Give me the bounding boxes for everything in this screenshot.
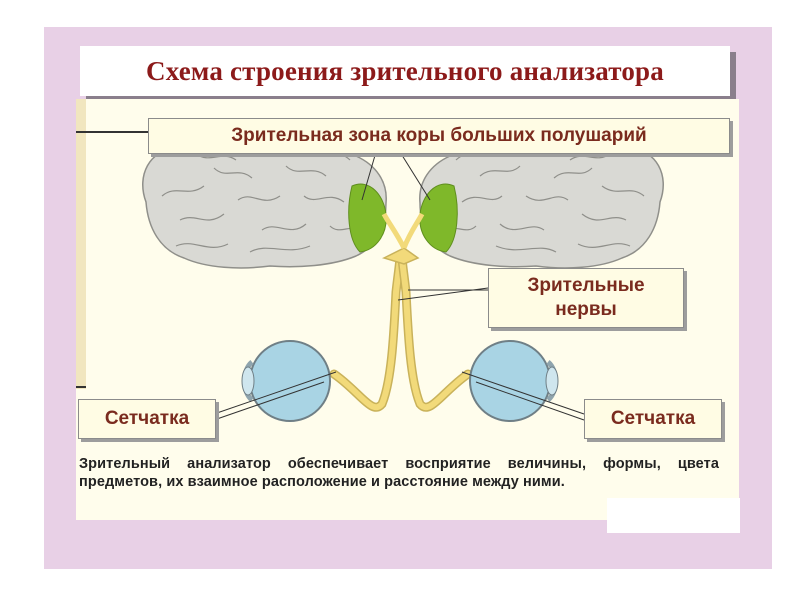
optic-nerves-label: Зрительные нервы — [488, 268, 684, 328]
visual-cortex-label-text: Зрительная зона коры больших полушарий — [231, 125, 647, 146]
retina-left-label-text: Сетчатка — [104, 408, 190, 429]
visual-cortex-label: Зрительная зона коры больших полушарий — [148, 118, 730, 154]
optic-nerves — [329, 212, 473, 412]
brain-right-icon — [419, 137, 664, 269]
retina-right-label: Сетчатка — [584, 399, 722, 439]
pointer-tick-bottom — [76, 386, 86, 388]
blank-patch — [607, 498, 740, 533]
panel-side-bar — [76, 99, 86, 389]
optic-nerves-label-line2: нервы — [555, 299, 617, 320]
optic-nerves-label-line1: Зрительные — [527, 275, 645, 296]
eye-right-icon — [469, 340, 559, 422]
pointer-lines — [213, 151, 585, 421]
eye-left-icon — [241, 340, 331, 422]
caption-text: Зрительный анализатор обеспечивает воспр… — [79, 456, 719, 490]
pointer-tick-top — [76, 131, 148, 133]
title-box: Схема строения зрительного анализатора — [80, 46, 730, 96]
retina-left-label: Сетчатка — [78, 399, 216, 439]
retina-right-label-text: Сетчатка — [610, 408, 696, 429]
brain-left-icon — [142, 137, 387, 269]
page-title: Схема строения зрительного анализатора — [146, 55, 664, 86]
